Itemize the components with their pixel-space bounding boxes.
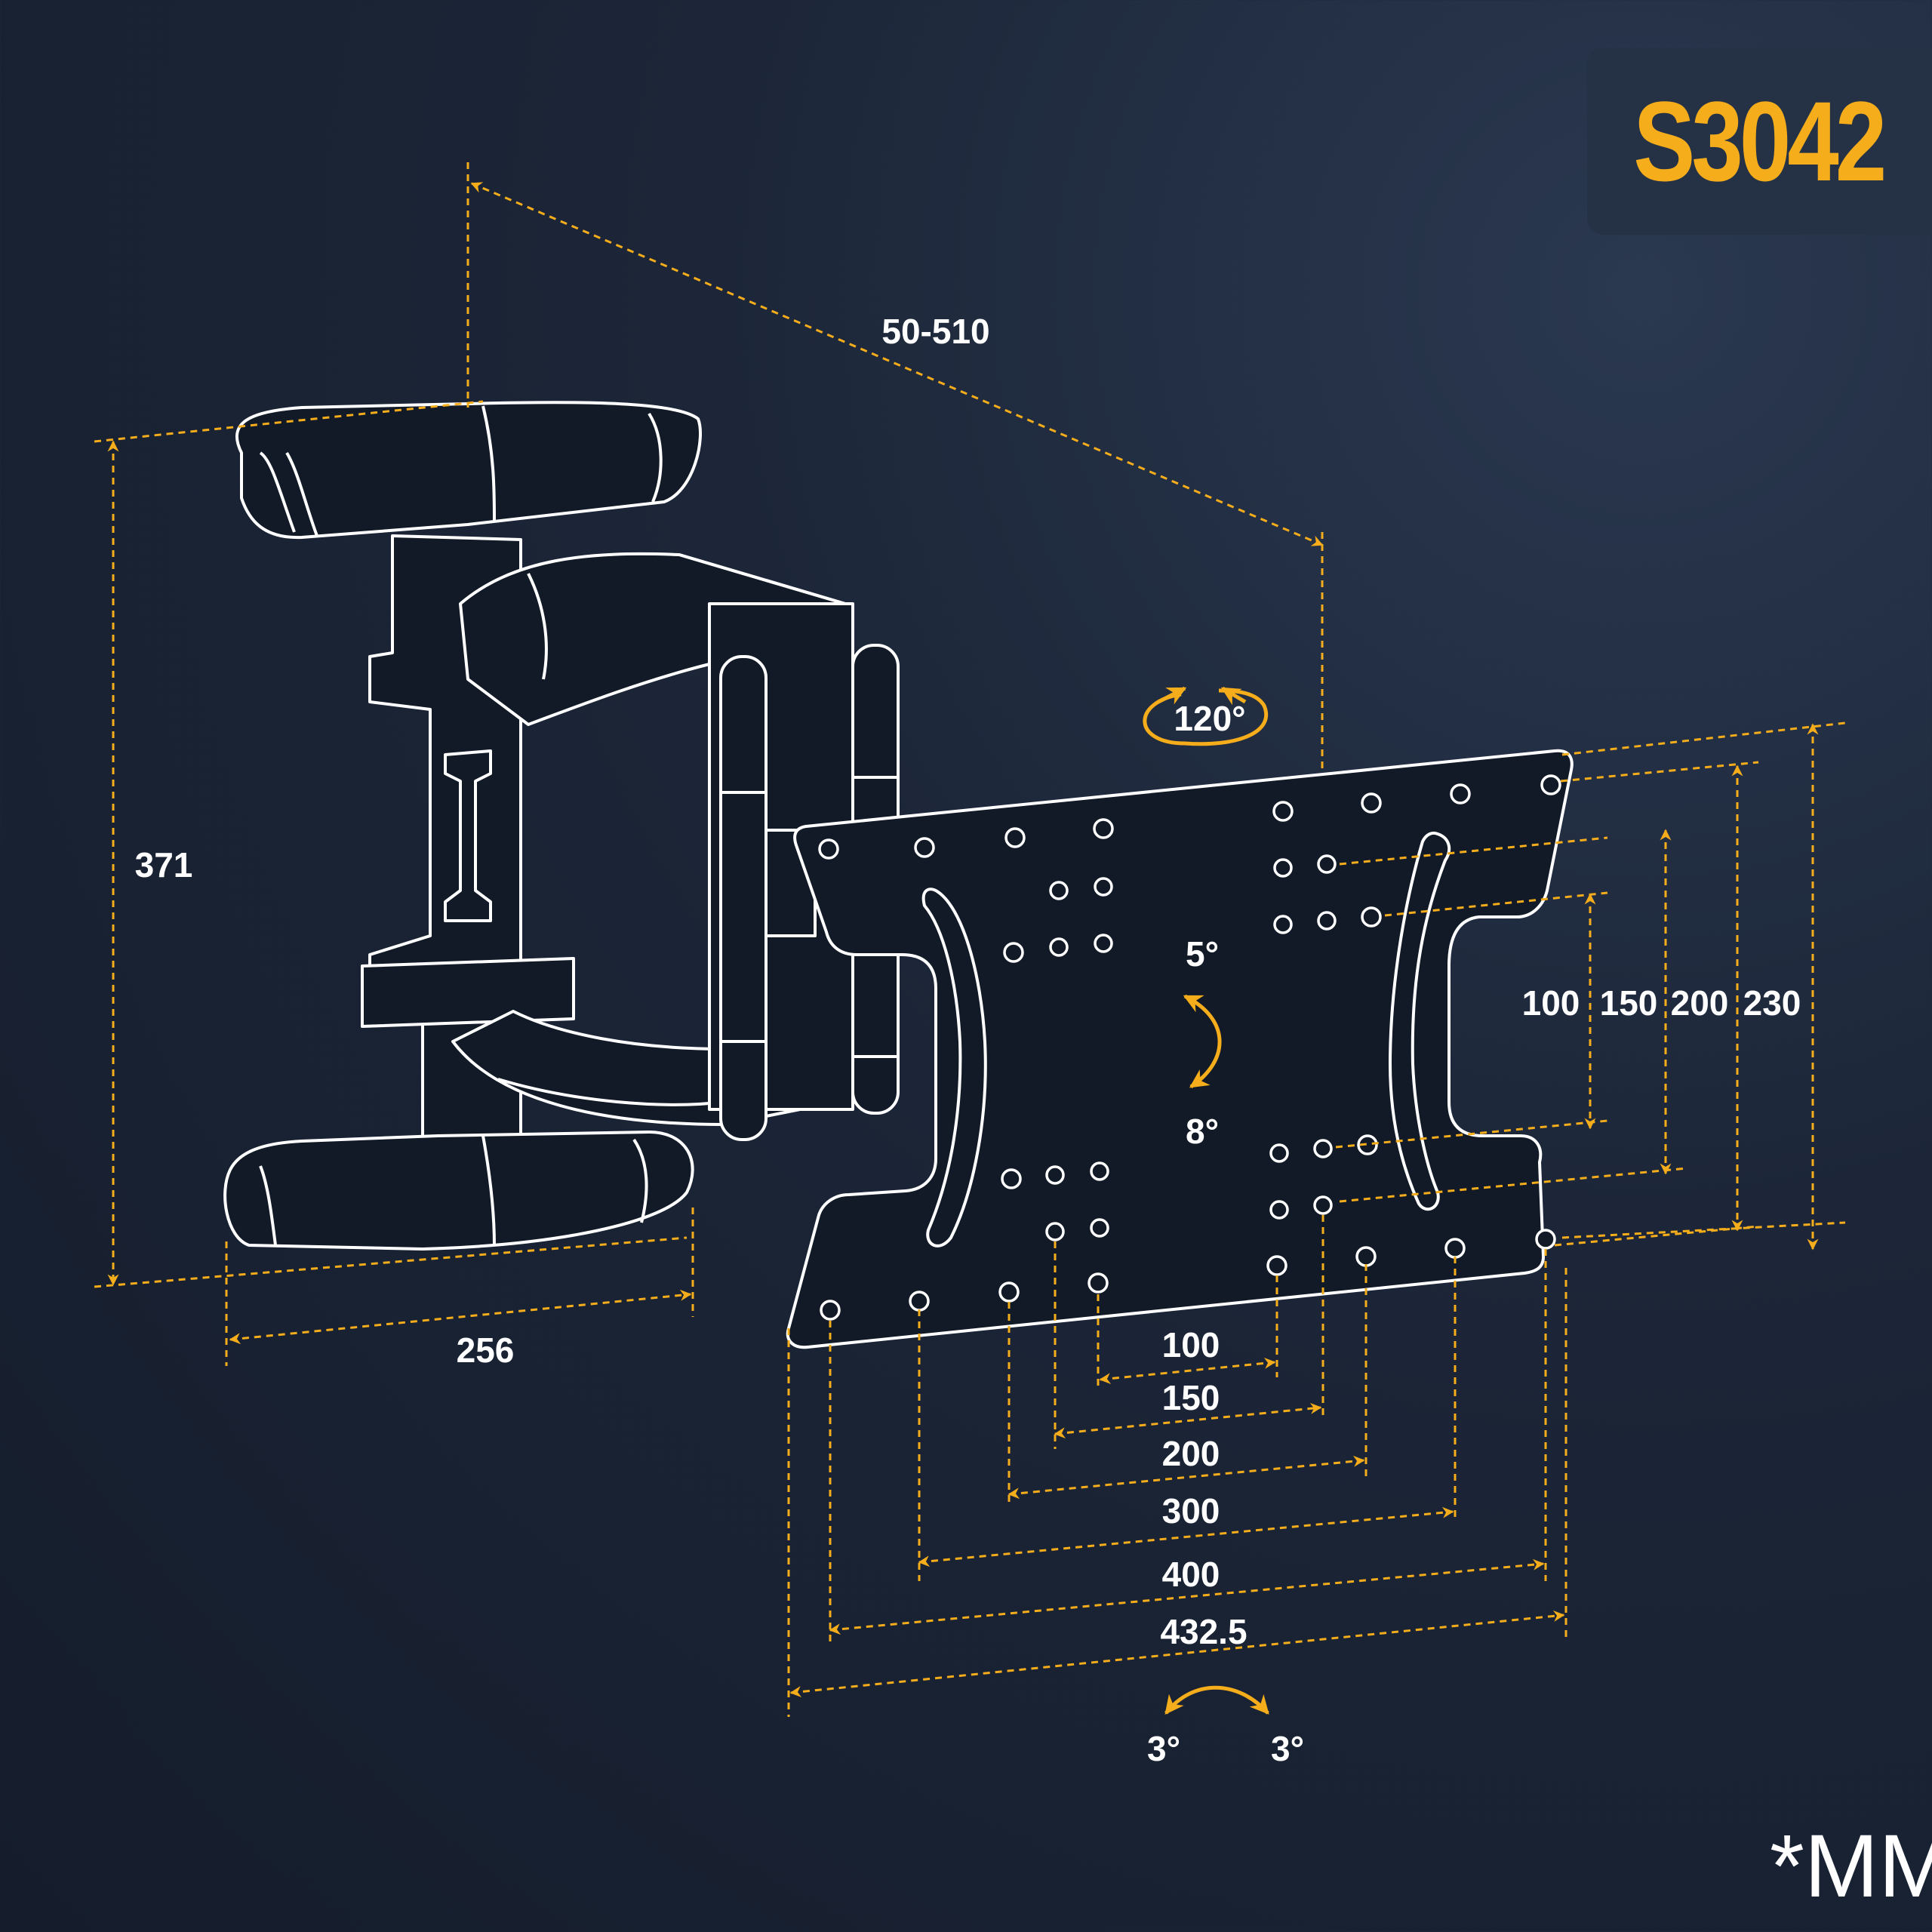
label-width: 256 [457, 1331, 515, 1370]
label-depth: 50-510 [881, 312, 989, 351]
label-vesa-horizontal-100: 100 [1162, 1325, 1220, 1364]
unit-label: *MM [1770, 1817, 1932, 1916]
label-tilt-down: 8° [1186, 1112, 1219, 1151]
model-number: S3042 [1633, 77, 1887, 205]
dimension-lines [94, 162, 1846, 1717]
label-vesa-vertical-100: 100 [1522, 983, 1580, 1023]
label-vesa-horizontal-300: 300 [1162, 1491, 1220, 1531]
label-swivel: 120° [1174, 699, 1245, 738]
label-tilt-up: 5° [1186, 934, 1219, 974]
rotation-arrows [1143, 686, 1269, 1715]
label-height: 371 [135, 845, 193, 884]
label-vesa-vertical-200: 200 [1671, 983, 1729, 1023]
model-badge: S3042 [1587, 48, 1932, 235]
wall-plate-drawing [223, 401, 900, 1251]
label-vesa-horizontal-400: 400 [1162, 1555, 1220, 1594]
label-vesa-vertical-230: 230 [1743, 983, 1801, 1023]
label-vesa-vertical-150: 150 [1600, 983, 1658, 1023]
label-rotate-right: 3° [1271, 1729, 1304, 1768]
label-rotate-left: 3° [1147, 1729, 1180, 1768]
vesa-holes [818, 774, 1561, 1321]
label-vesa-horizontal-432: 432.5 [1160, 1612, 1247, 1651]
label-vesa-horizontal-200: 200 [1162, 1434, 1220, 1473]
label-vesa-horizontal-150: 150 [1162, 1378, 1220, 1417]
